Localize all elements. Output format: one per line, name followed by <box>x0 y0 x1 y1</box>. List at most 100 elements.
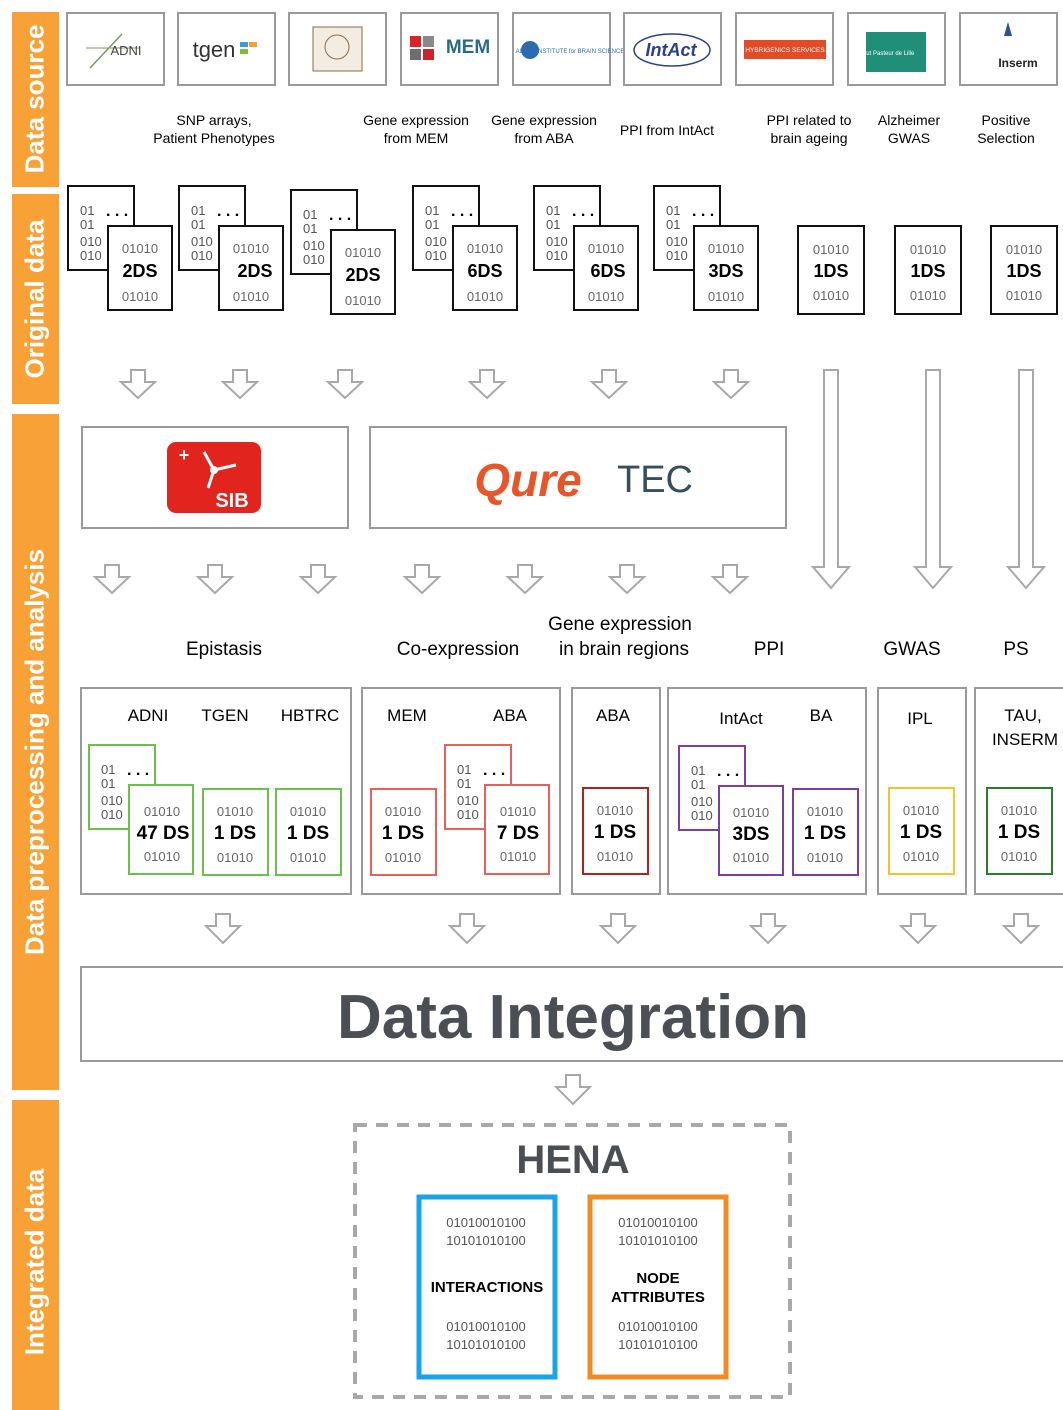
down-arrow-icon <box>118 369 158 400</box>
node-attributes-label: NODE <box>636 1270 679 1287</box>
analysis-source-label: ABA <box>596 706 631 725</box>
bin-five: 01010 <box>733 850 769 865</box>
long-down-arrow-icon <box>1005 369 1047 590</box>
bin-five: 01010 <box>1006 288 1042 303</box>
bin-pair: 01 <box>191 217 205 232</box>
bin-pair: 01 <box>303 221 317 236</box>
bits-text: 01010010100 <box>446 1319 526 1334</box>
file-sheet <box>986 787 1053 875</box>
bin-five: 01010 <box>813 242 849 257</box>
dataset-file: 01010 1 DS 01010 <box>792 788 859 876</box>
bin-triple: 010 <box>546 248 568 263</box>
analysis-source-label: HBTRC <box>281 706 340 725</box>
bin-ellipsis: . . . <box>451 203 473 220</box>
analysis-source-label: ABA <box>493 706 528 725</box>
dataset-label: 1 DS <box>287 823 329 844</box>
sidebar-block-data-source <box>12 12 59 187</box>
dataset-label: 47 DS <box>137 823 190 844</box>
down-arrow-icon <box>402 564 442 595</box>
file-sheet <box>582 787 649 875</box>
hena-node-attributes-block: 01010010100 10101010100 NODE ATTRIBUTES … <box>587 1194 729 1380</box>
bin-five: 01010 <box>467 289 503 304</box>
original-file-stack: 01 01 010 010 . . . 01010 6DS 01010 <box>533 185 639 311</box>
file-sheet <box>792 788 859 876</box>
bin-five: 01010 <box>290 850 326 865</box>
down-arrow-icon <box>203 913 243 945</box>
sidebar-block-original-data <box>12 194 59 404</box>
caption-ps-line1: Positive <box>981 112 1030 128</box>
original-ds-label: 1DS <box>1006 261 1041 281</box>
data-integration-box: Data Integration <box>80 966 1063 1062</box>
logo-row: ADNI tgen MEM ALLEN INSTITUTE for BRAIN … <box>66 12 1058 86</box>
analysis-source-label: ADNI <box>128 706 169 725</box>
original-ds-label: 2DS <box>122 261 157 281</box>
analysis-title-brain-line1: Gene expression <box>548 614 692 635</box>
bin-triple: 010 <box>425 234 447 249</box>
dataset-file-stack: 01 01 010 010 . . . 01010 7 DS 01010 <box>444 744 550 875</box>
bin-triple: 010 <box>80 248 102 263</box>
bin-five: 01010 <box>1001 803 1037 818</box>
bin-pair: 01 <box>425 203 439 218</box>
down-arrow-icon <box>898 913 938 945</box>
dataset-file: 01010 1 DS 01010 <box>986 787 1053 875</box>
data-integration-title: Data Integration <box>337 983 809 1052</box>
arrows-to-analyses <box>92 564 750 595</box>
interactions-label: INTERACTIONS <box>431 1279 544 1296</box>
original-file-single: 01010 1DS 01010 <box>894 225 962 315</box>
bin-five: 01010 <box>903 803 939 818</box>
bin-triple: 010 <box>546 234 568 249</box>
quretec-logo: Qure TEC <box>474 454 693 506</box>
bin-five: 01010 <box>807 850 843 865</box>
arrows-to-processors <box>118 369 1047 590</box>
dataset-file-stack: 01 01 010 010 . . . 01010 3DS 01010 <box>678 745 784 876</box>
analysis-source-label: TGEN <box>201 706 248 725</box>
bits-text: 10101010100 <box>446 1337 526 1352</box>
node-attributes-frame <box>587 1194 729 1380</box>
down-arrow-icon <box>325 369 365 400</box>
analysis-title-ppi: PPI <box>754 639 785 660</box>
adni-logo: ADNI <box>66 12 165 86</box>
bin-ellipsis: . . . <box>217 203 239 220</box>
bin-triple: 010 <box>457 807 479 822</box>
dataset-label: 1 DS <box>594 822 636 843</box>
down-arrow-icon <box>195 564 235 595</box>
pasteur-logo-text: Institut Pasteur de Lille <box>854 51 915 57</box>
down-arrow-icon <box>505 564 545 595</box>
bin-five: 01010 <box>903 849 939 864</box>
original-ds-label: 1DS <box>813 261 848 281</box>
caption-ba-line2: brain ageing <box>770 130 847 146</box>
bin-triple: 010 <box>80 234 102 249</box>
mem-logo-text: MEM <box>446 37 490 58</box>
bin-five: 01010 <box>500 849 536 864</box>
dataset-file: 01010 1 DS 01010 <box>582 787 649 875</box>
bits-text: 01010010100 <box>618 1215 698 1230</box>
tgen-logo: tgen <box>177 12 276 86</box>
allen-logo-text: ALLEN INSTITUTE for BRAIN SCIENCE <box>516 49 625 55</box>
original-file-stack: 01 01 010 010 . . . 01010 2DS 01010 <box>290 189 396 315</box>
bin-pair: 01 <box>191 203 205 218</box>
bin-five: 01010 <box>708 289 744 304</box>
file-sheet <box>370 788 437 876</box>
caption-snp-line1: SNP arrays, <box>176 112 251 128</box>
original-ds-label: 2DS <box>345 265 380 285</box>
original-file-stack: 01 01 010 010 . . . 01010 6DS 01010 <box>412 185 518 311</box>
down-arrow-icon <box>447 913 487 945</box>
analysis-source-label: IPL <box>907 709 933 728</box>
bin-ellipsis: . . . <box>572 203 594 220</box>
original-ds-label: 6DS <box>467 261 502 281</box>
bin-five: 01010 <box>708 241 744 256</box>
sib-logo-text: SIB <box>215 490 248 512</box>
bin-pair: 01 <box>546 217 560 232</box>
bin-pair: 01 <box>303 207 317 222</box>
down-arrow-icon <box>607 564 647 595</box>
analysis-box-ppi: IntAct BA 01 01 010 010 . . . 01010 3DS … <box>667 687 867 895</box>
bin-five: 01010 <box>813 288 849 303</box>
adni-logo-text: ADNI <box>110 43 141 58</box>
original-ds-label: 1DS <box>910 261 945 281</box>
bin-triple: 010 <box>303 238 325 253</box>
interactions-frame <box>416 1194 558 1380</box>
analysis-box-brain-regions: ABA 01010 1 DS 01010 <box>571 687 661 895</box>
file-front-sheet <box>128 784 194 875</box>
bin-triple: 010 <box>457 793 479 808</box>
